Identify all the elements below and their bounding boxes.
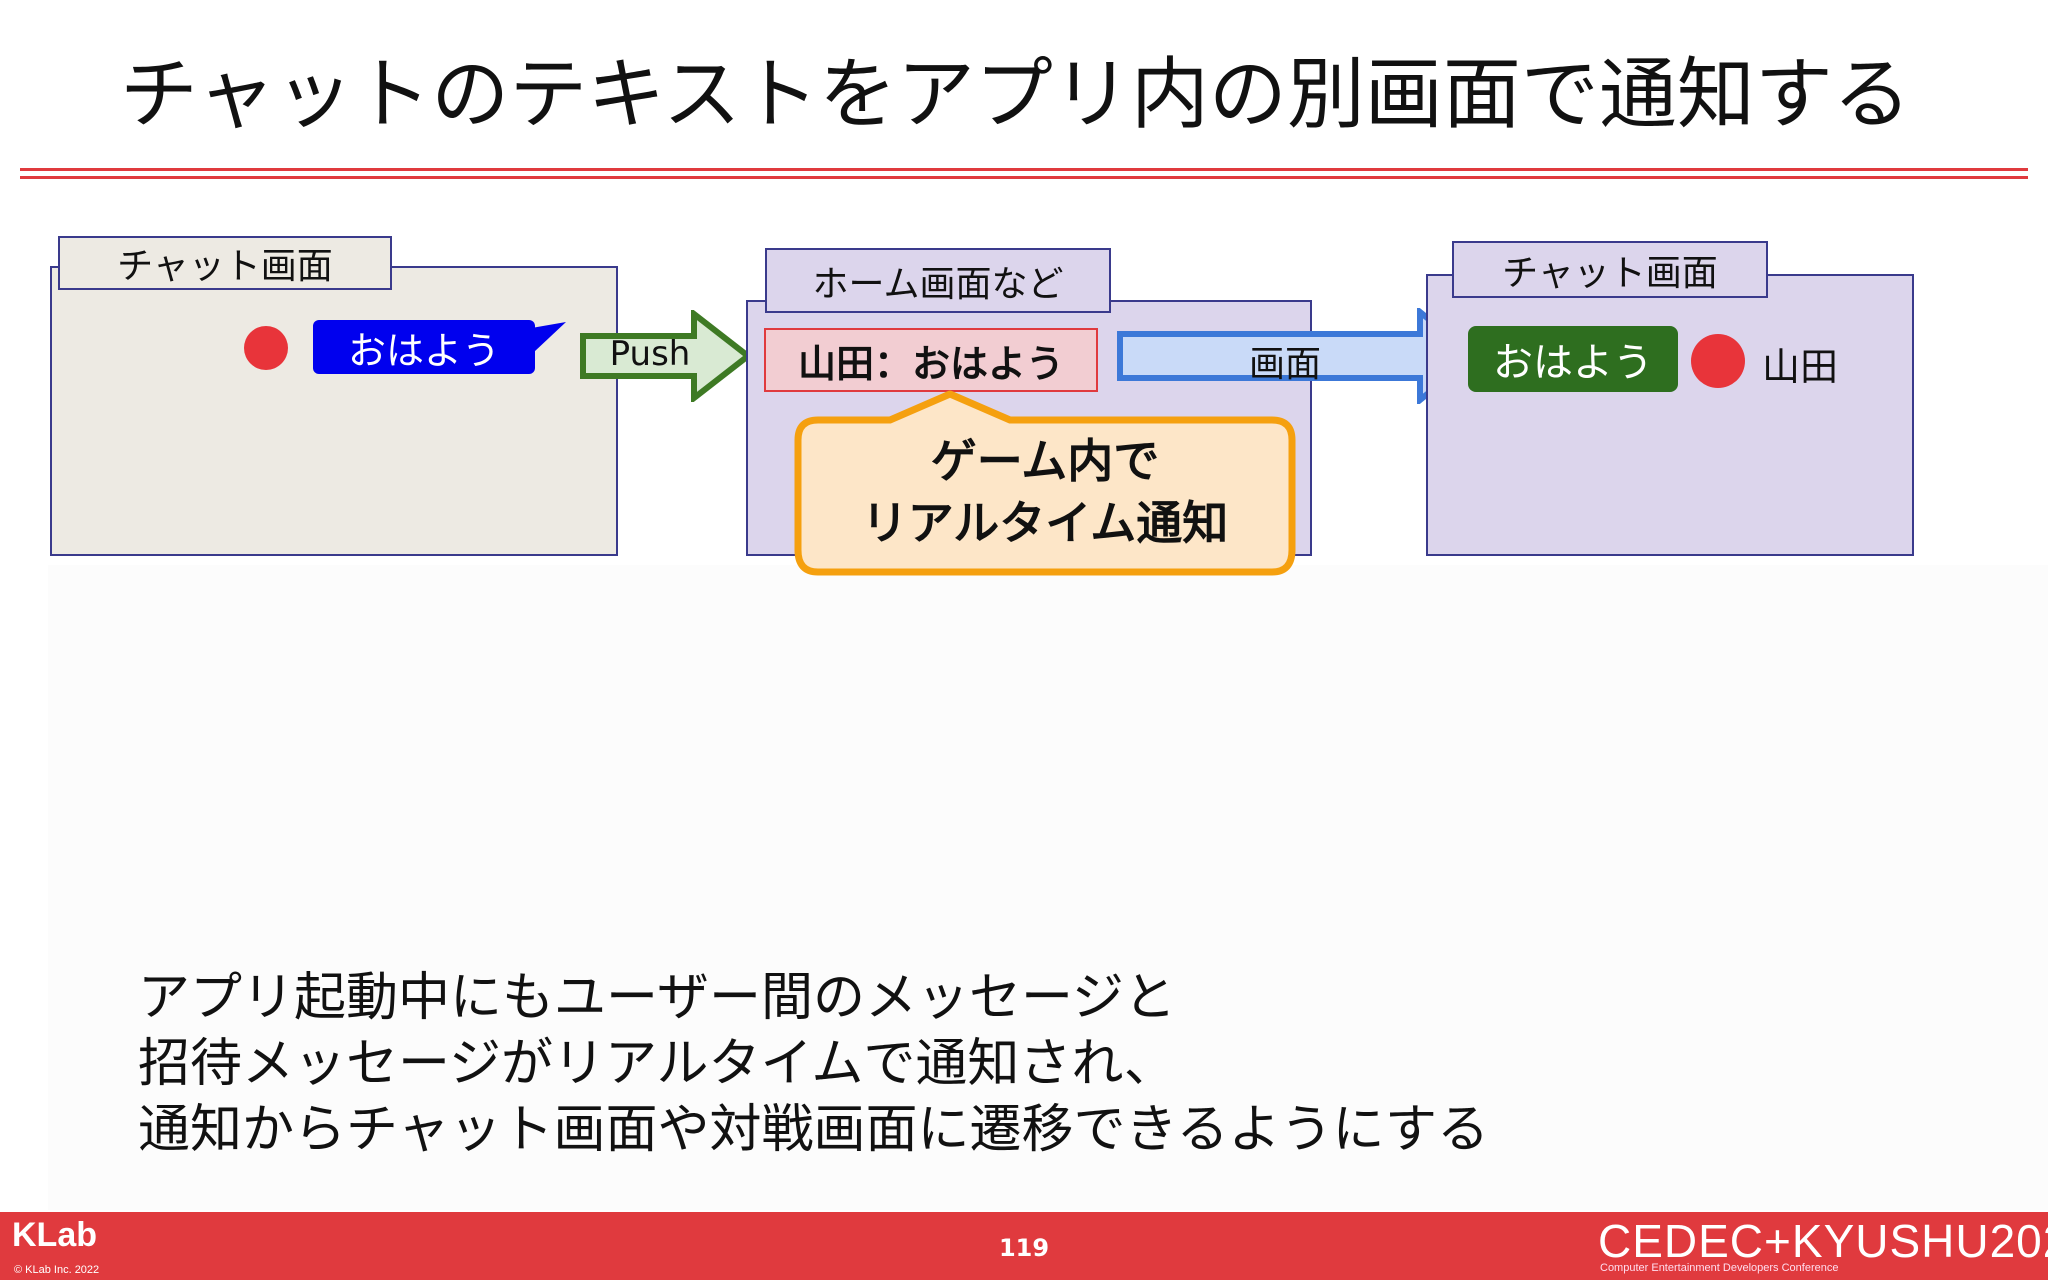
chat-screen-panel-right [1426, 274, 1914, 556]
user-name: 山田 [1762, 345, 1839, 389]
push-arrow [580, 310, 752, 402]
screen-transition-label: 画面 [1248, 344, 1321, 385]
realtime-callout-text: ゲーム内で リアルタイム通知 [800, 430, 1290, 554]
klab-logo: KLab [12, 1216, 97, 1254]
title-rule-top [20, 168, 2028, 171]
event-subtitle: Computer Entertainment Developers Confer… [1600, 1262, 1839, 1274]
home-screen-tab: ホーム画面など [765, 248, 1111, 313]
event-logo: CEDEC+KYUSHU2022 [1598, 1215, 2048, 1267]
content-area [48, 565, 2048, 1210]
chat-bubble-blue: おはよう [313, 320, 535, 374]
title-rule-bottom [20, 176, 2028, 179]
chat-bubble-green: おはよう [1468, 326, 1678, 392]
description-text: アプリ起動中にもユーザー間のメッセージと 招待メッセージがリアルタイムで通知され… [138, 965, 1838, 1163]
notification-message: 山田：おはよう [764, 328, 1098, 392]
push-label: Push [609, 334, 691, 374]
chat-screen-tab-right: チャット画面 [1452, 241, 1768, 298]
callout-line-1: ゲーム内で [930, 434, 1160, 488]
callout-line-2: リアルタイム通知 [861, 496, 1229, 550]
slide-title: チャットのテキストをアプリ内の別画面で通知する [120, 50, 1911, 140]
chat-screen-panel-left [50, 266, 618, 556]
footer-bar [0, 1212, 2048, 1280]
chat-bubble-tail [520, 322, 566, 352]
description-line-1: アプリ起動中にもユーザー間のメッセージと [138, 968, 1176, 1028]
description-line-2: 招待メッセージがリアルタイムで通知され、 [138, 1034, 1176, 1094]
realtime-callout [794, 390, 1296, 576]
copyright-text: © KLab Inc. 2022 [14, 1264, 100, 1276]
user-avatar-dot-left [244, 326, 288, 370]
description-line-3: 通知からチャット画面や対戦画面に遷移できるようにする [138, 1100, 1489, 1160]
page-number: 119 [998, 1234, 1050, 1262]
user-avatar-dot-right [1691, 334, 1745, 388]
chat-screen-tab-left: チャット画面 [58, 236, 392, 290]
